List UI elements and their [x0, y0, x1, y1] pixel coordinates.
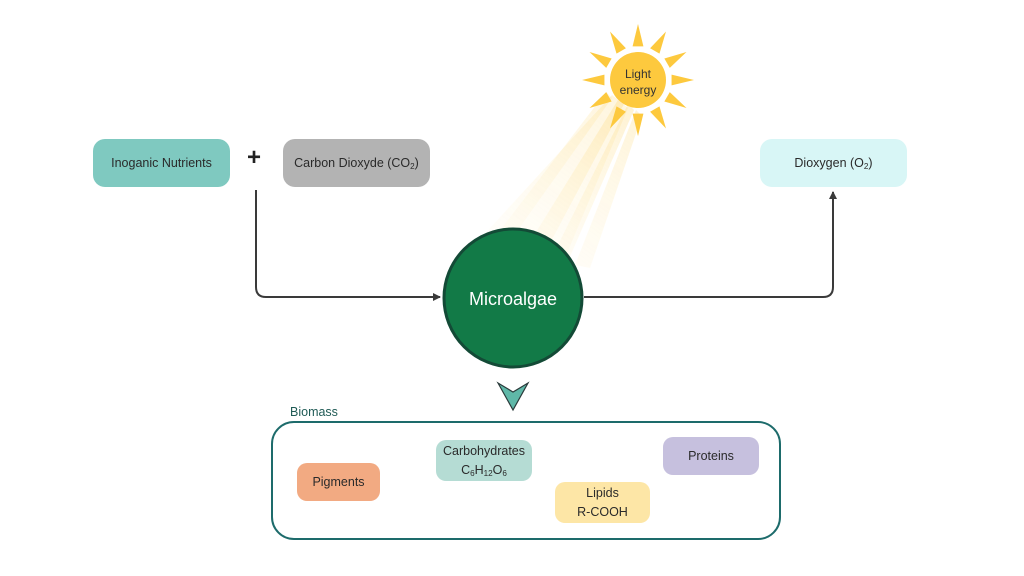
dioxygen-box: Dioxygen (O2) [760, 139, 907, 187]
pigments-box: Pigments [297, 463, 380, 501]
proteins-label: Proteins [688, 448, 734, 463]
microalgae-node [442, 227, 584, 369]
sun-icon [582, 24, 694, 136]
inorganic-nutrients-label: Inoganic Nutrients [111, 155, 212, 170]
pigments-label: Pigments [312, 474, 365, 489]
carbon-dioxide-label: Carbon Dioxyde (CO2) [294, 155, 419, 171]
sun-ray [582, 74, 605, 86]
carbohydrates-label: Carbohydrates [443, 444, 525, 459]
biomass-title: Biomass [290, 405, 338, 419]
lipids-formula: R-COOH [577, 504, 628, 519]
light-rays [470, 92, 642, 270]
sun-ray [610, 106, 626, 129]
sun-ray [610, 31, 626, 54]
sun-ray [650, 106, 666, 129]
sun-ray [664, 52, 687, 68]
sun-ray [671, 74, 694, 86]
sun-ray [632, 24, 644, 47]
sun-ray [632, 113, 644, 136]
chevron-down-icon [496, 381, 530, 412]
microalgae-label: Microalgae [468, 288, 558, 309]
biomass-container [271, 421, 781, 540]
sun-ray [650, 31, 666, 54]
sun-core [610, 52, 666, 108]
lipids-box: Lipids R-COOH [555, 482, 650, 523]
dioxygen-label: Dioxygen (O2) [794, 155, 873, 171]
sun-ray [589, 52, 612, 68]
sun-ray [664, 92, 687, 108]
sun-ray [589, 92, 612, 108]
carbon-dioxide-box: Carbon Dioxyde (CO2) [283, 139, 430, 187]
carbohydrates-box: Carbohydrates C6H12O6 [436, 440, 532, 481]
inorganic-nutrients-box: Inoganic Nutrients [93, 139, 230, 187]
lipids-label: Lipids [586, 486, 619, 501]
input-connector-arrow [255, 190, 441, 301]
carbohydrates-formula: C6H12O6 [461, 462, 507, 478]
output-connector-arrow [584, 191, 837, 298]
plus-sign: + [247, 144, 262, 171]
proteins-box: Proteins [663, 437, 759, 475]
